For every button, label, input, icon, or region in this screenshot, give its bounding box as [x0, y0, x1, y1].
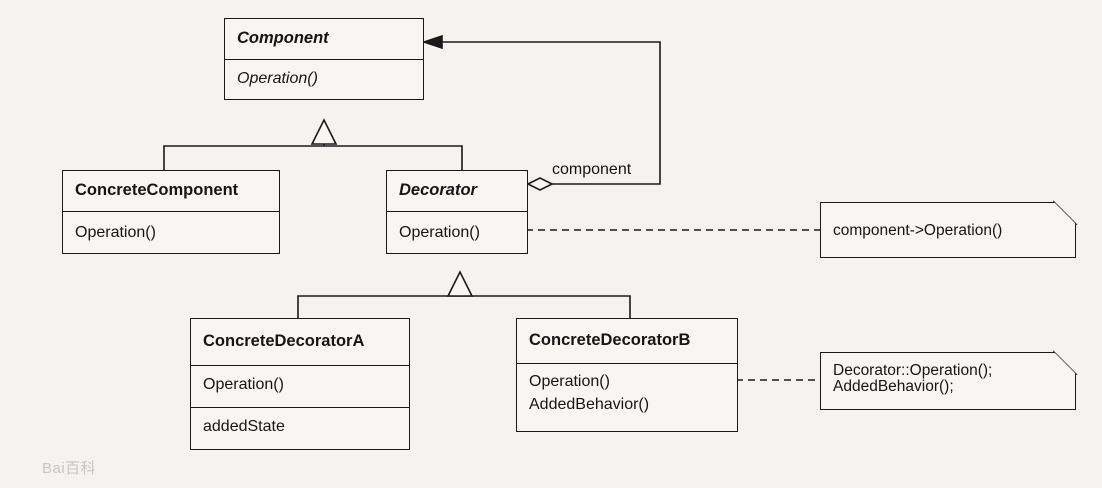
- decorator-operation: Operation(): [399, 224, 480, 241]
- concrete-decorator-b-added-behavior: AddedBehavior(): [529, 396, 650, 413]
- class-concrete-component-ops: Operation(): [63, 211, 279, 253]
- association-arrowhead: [421, 34, 443, 50]
- concrete-decorator-a-operation: Operation(): [203, 376, 284, 393]
- class-component-ops: Operation(): [225, 59, 423, 99]
- class-concrete-decorator-a-name-section: ConcreteDecoratorA: [191, 319, 409, 365]
- class-decorator: Decorator Operation(): [386, 170, 528, 254]
- class-concrete-decorator-a-name: ConcreteDecoratorA: [203, 332, 365, 350]
- note-decorator-b-line-2: AddedBehavior();: [833, 378, 954, 395]
- note-decorator-b-operation: Decorator::Operation(); AddedBehavior();: [820, 352, 1076, 410]
- note-decorator-line-1: component->Operation(): [833, 222, 1003, 239]
- class-concrete-decorator-b-ops: Operation() AddedBehavior(): [517, 363, 737, 431]
- component-operation: Operation(): [237, 70, 318, 87]
- class-concrete-decorator-b-name-section: ConcreteDecoratorB: [517, 319, 737, 363]
- association-label-component: component: [552, 161, 632, 178]
- class-concrete-component: ConcreteComponent Operation(): [62, 170, 280, 254]
- class-decorator-ops: Operation(): [387, 211, 527, 253]
- generalization-tree-top: [163, 145, 463, 170]
- note-decorator-b-line-1: Decorator::Operation();: [833, 362, 993, 379]
- class-concrete-component-name-section: ConcreteComponent: [63, 171, 279, 211]
- inheritance-triangle-bottom: [446, 270, 474, 297]
- class-component-name: Component: [237, 29, 329, 47]
- concrete-decorator-b-operation: Operation(): [529, 373, 610, 390]
- class-concrete-component-name: ConcreteComponent: [75, 181, 239, 199]
- class-decorator-name-section: Decorator: [387, 171, 527, 211]
- class-concrete-decorator-a-ops: Operation(): [191, 365, 409, 407]
- note-decorator-operation: component->Operation(): [820, 202, 1076, 258]
- class-concrete-decorator-b: ConcreteDecoratorB Operation() AddedBeha…: [516, 318, 738, 432]
- class-concrete-decorator-a: ConcreteDecoratorA Operation() addedStat…: [190, 318, 410, 450]
- class-component: Component Operation(): [224, 18, 424, 100]
- inheritance-triangle-top: [310, 118, 338, 145]
- class-decorator-name: Decorator: [399, 181, 477, 199]
- concrete-component-operation: Operation(): [75, 224, 156, 241]
- aggregation-line: [440, 41, 661, 185]
- class-concrete-decorator-a-attrs: addedState: [191, 407, 409, 448]
- generalization-tree-bottom: [297, 295, 631, 318]
- class-component-name-section: Component: [225, 19, 423, 59]
- class-concrete-decorator-b-name: ConcreteDecoratorB: [529, 331, 691, 349]
- aggregation-diamond: [526, 177, 554, 191]
- concrete-decorator-a-attribute: addedState: [203, 418, 285, 435]
- baidu-watermark: Bai百科: [42, 460, 97, 477]
